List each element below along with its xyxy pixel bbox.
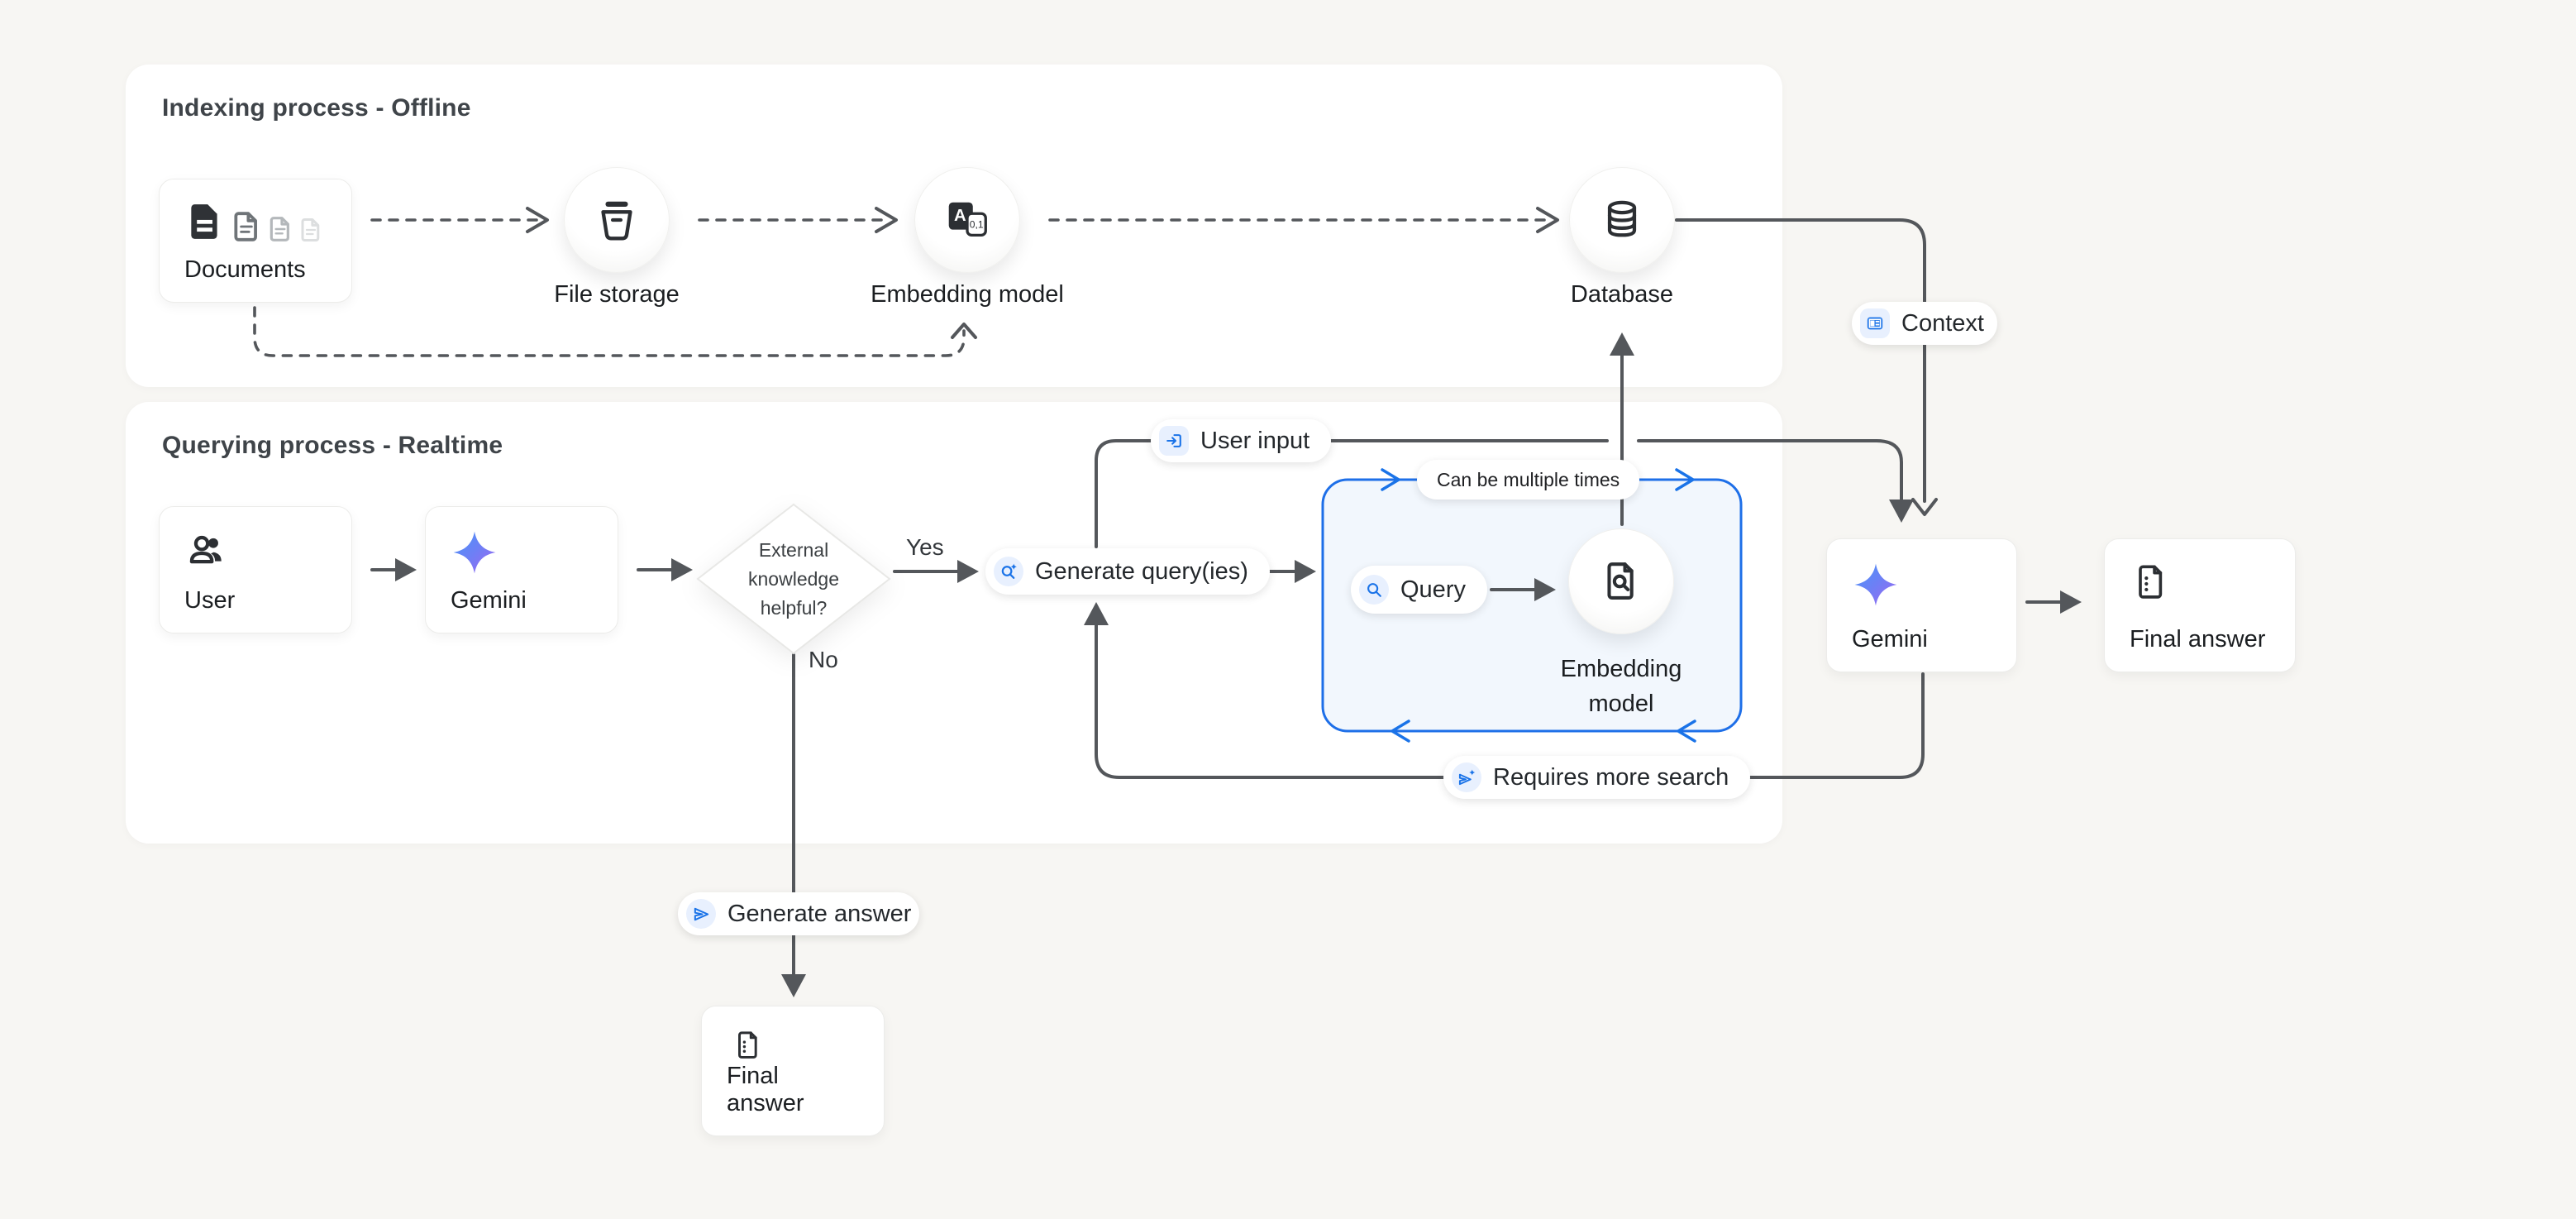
- gemini-right-card: Gemini: [1826, 538, 2017, 672]
- indexing-panel-title: Indexing process - Offline: [162, 94, 471, 122]
- final-answer-bottom-card: Final answer: [701, 1006, 885, 1136]
- gemini-star-icon: [1854, 563, 1897, 606]
- arrowhead-icon: [2060, 590, 2082, 614]
- arrowhead-icon: [1536, 207, 1559, 233]
- documents-label: Documents: [184, 256, 306, 283]
- svg-text:0,1: 0,1: [970, 219, 984, 231]
- edge-documents-to-embedding-feedback: [253, 306, 966, 357]
- send-icon: [686, 899, 716, 929]
- gemini-right-label: Gemini: [1852, 626, 1928, 653]
- arrowhead-icon: [671, 558, 693, 581]
- embedding-model-bottom-node: [1568, 528, 1674, 634]
- arrowhead-icon: [875, 207, 898, 233]
- generate-answer-label: Generate answer: [727, 900, 912, 927]
- document-icon: [738, 1031, 757, 1059]
- loop-chevron-left-icon: [1391, 719, 1410, 743]
- article-icon: [1860, 308, 1890, 338]
- generate-queries-label: Generate query(ies): [1035, 557, 1248, 585]
- arrowhead-icon: [1295, 560, 1316, 583]
- can-be-multiple-times-pill: Can be multiple times: [1417, 460, 1640, 500]
- arrowhead-icon: [781, 974, 806, 997]
- search-icon: [1359, 575, 1389, 605]
- login-icon: [1159, 426, 1189, 456]
- document-stack-icon: [184, 201, 327, 242]
- database-icon: [1607, 200, 1637, 237]
- arrowhead-icon: [526, 207, 549, 233]
- loop-chevron-right-icon: [1381, 468, 1400, 491]
- final-answer-right-card: Final answer: [2104, 538, 2296, 672]
- loop-chevron-left-icon: [1677, 719, 1696, 743]
- database-label: Database: [1570, 281, 1674, 308]
- yes-edge-label: Yes: [906, 534, 944, 560]
- gemini-left-card: Gemini: [425, 506, 618, 633]
- query-pill: Query: [1351, 566, 1487, 614]
- context-pill-label: Context: [1901, 309, 1984, 337]
- arrowhead-icon: [951, 323, 977, 339]
- requires-more-search-pill: Requires more search: [1443, 756, 1751, 799]
- arrowhead-icon: [1610, 332, 1634, 356]
- svg-text:A: A: [954, 207, 966, 225]
- file-storage-label: File storage: [554, 281, 680, 308]
- can-be-multiple-times-label: Can be multiple times: [1437, 468, 1620, 490]
- context-pill: Context: [1852, 302, 1997, 345]
- user-input-label: User input: [1200, 427, 1310, 454]
- arrowhead-icon: [1911, 498, 1938, 516]
- edge-userinput-right: [1637, 439, 1903, 501]
- edge-userinput-left: [1095, 439, 1609, 548]
- translate-embedding-icon: A 0,1: [948, 202, 987, 237]
- loop-chevron-right-icon: [1675, 468, 1695, 491]
- user-label: User: [184, 587, 236, 614]
- decision-text: External knowledge helpful?: [748, 538, 839, 619]
- document-icon: [2139, 565, 2163, 599]
- document-search-icon: [1607, 562, 1634, 600]
- database-node: [1569, 167, 1675, 273]
- arrowhead-icon: [1534, 578, 1556, 601]
- embedding-model-top-label: Embedding model: [871, 281, 1064, 308]
- arrowhead-icon: [1084, 602, 1109, 625]
- arrowhead-icon: [957, 560, 979, 583]
- file-storage-node: [564, 167, 670, 273]
- final-answer-right-label: Final answer: [2130, 626, 2266, 653]
- no-edge-label: No: [809, 647, 838, 672]
- user-card: User: [159, 506, 352, 633]
- user-input-pill: User input: [1151, 419, 1332, 462]
- arrowhead-icon: [395, 558, 417, 581]
- arrowhead-icon: [1889, 500, 1914, 523]
- generate-queries-pill: Generate query(ies): [985, 548, 1270, 595]
- decision-diamond: External knowledge helpful?: [696, 503, 891, 655]
- generate-answer-pill: Generate answer: [678, 892, 919, 935]
- file-storage-icon: [601, 201, 632, 241]
- search-sparkle-icon: [994, 557, 1023, 586]
- embedding-model-bottom-label: Embedding model: [1560, 656, 1682, 717]
- gemini-star-icon: [453, 531, 496, 574]
- edge-database-context-to-gemini: [1675, 218, 1926, 503]
- final-answer-bottom-label: Final answer: [727, 1063, 804, 1116]
- querying-panel-title: Querying process - Realtime: [162, 432, 503, 459]
- requires-more-search-label: Requires more search: [1493, 763, 1729, 791]
- embedding-model-top-node: A 0,1: [914, 167, 1020, 273]
- gemini-left-label: Gemini: [451, 587, 527, 614]
- send-sparkle-icon: [1452, 762, 1481, 792]
- query-label: Query: [1400, 576, 1466, 603]
- people-icon: [189, 535, 222, 564]
- documents-card: Documents: [159, 179, 352, 303]
